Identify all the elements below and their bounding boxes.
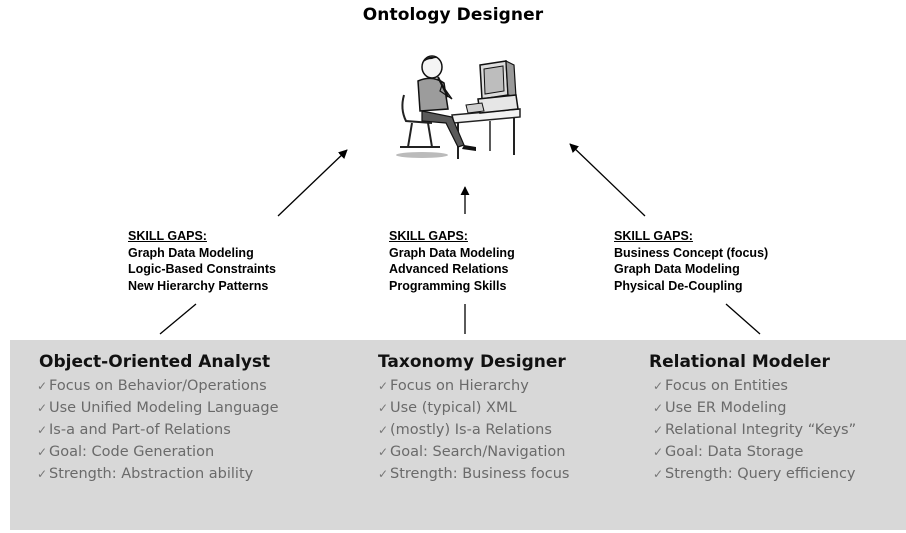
check-icon: ✓ [37,379,48,393]
trait-item: ✓Focus on Behavior/Operations [37,375,279,397]
skill-gaps-relational: SKILL GAPS: Business Concept (focus) Gra… [614,228,768,294]
trait-item: ✓Strength: Query efficiency [653,463,856,485]
check-icon: ✓ [653,401,664,415]
check-icon: ✓ [653,445,664,459]
skill-gaps-object-oriented: SKILL GAPS: Graph Data Modeling Logic-Ba… [128,228,276,294]
trait-item: ✓Goal: Search/Navigation [378,441,569,463]
trait-label: Focus on Hierarchy [390,378,529,394]
check-icon: ✓ [653,423,664,437]
skill-gap-item: Graph Data Modeling [389,245,515,260]
trait-list: ✓Focus on Entities ✓Use ER Modeling ✓Rel… [653,375,856,485]
role-relational-modeler: Relational Modeler ✓Focus on Entities ✓U… [649,352,856,485]
role-title: Relational Modeler [649,352,830,372]
skill-gap-item: New Hierarchy Patterns [128,278,269,293]
trait-item: ✓Is-a and Part-of Relations [37,419,279,441]
skill-gap-item: Advanced Relations [389,262,509,276]
trait-item: ✓Goal: Data Storage [653,441,856,463]
skill-gaps-title: SKILL GAPS: [128,229,207,243]
skill-gaps-taxonomy: SKILL GAPS: Graph Data Modeling Advanced… [389,228,515,294]
check-icon: ✓ [653,467,664,481]
skill-gap-item: Logic-Based Constraints [128,262,276,276]
check-icon: ✓ [37,467,48,481]
role-taxonomy-designer: Taxonomy Designer ✓Focus on Hierarchy ✓U… [378,352,569,485]
check-icon: ✓ [653,379,664,393]
trait-label: Goal: Data Storage [665,444,804,460]
trait-label: Use (typical) XML [390,400,517,416]
trait-label: Use Unified Modeling Language [49,400,279,416]
roles-panel [10,340,906,530]
check-icon: ✓ [378,445,389,459]
check-icon: ✓ [37,401,48,415]
role-object-oriented-analyst: Object-Oriented Analyst ✓Focus on Behavi… [37,352,279,485]
trait-item: ✓Use ER Modeling [653,397,856,419]
skill-gaps-title: SKILL GAPS: [389,229,468,243]
person-at-computer-icon [396,55,521,159]
trait-label: Goal: Code Generation [49,444,215,460]
trait-item: ✓Use (typical) XML [378,397,569,419]
trait-item: ✓(mostly) Is-a Relations [378,419,569,441]
trait-item: ✓Focus on Hierarchy [378,375,569,397]
trait-label: Goal: Search/Navigation [390,444,566,460]
check-icon: ✓ [37,423,48,437]
trait-label: (mostly) Is-a Relations [390,422,552,438]
trait-item: ✓Relational Integrity “Keys” [653,419,856,441]
check-icon: ✓ [37,445,48,459]
trait-item: ✓Strength: Business focus [378,463,569,485]
trait-label: Use ER Modeling [665,400,787,416]
skill-gap-item: Graph Data Modeling [128,245,254,260]
skill-gap-item: Graph Data Modeling [614,262,740,276]
trait-label: Strength: Abstraction ability [49,466,254,482]
skill-gap-item: Business Concept (focus) [614,245,769,260]
trait-item: ✓Strength: Abstraction ability [37,463,279,485]
trait-label: Focus on Behavior/Operations [49,378,267,394]
check-icon: ✓ [378,379,389,393]
trait-label: Strength: Business focus [390,466,570,482]
trait-label: Strength: Query efficiency [665,466,856,482]
trait-item: ✓Goal: Code Generation [37,441,279,463]
role-title: Object-Oriented Analyst [39,352,271,372]
trait-label: Focus on Entities [665,378,788,394]
trait-list: ✓Focus on Hierarchy ✓Use (typical) XML ✓… [378,375,569,485]
left-connector [159,303,197,335]
trait-list: ✓Focus on Behavior/Operations ✓Use Unifi… [37,375,279,485]
diagram-title: Ontology Designer [362,5,544,25]
check-icon: ✓ [378,467,389,481]
trait-item: ✓Use Unified Modeling Language [37,397,279,419]
left-arrow [277,149,348,217]
skill-gap-item: Programming Skills [389,278,507,293]
check-icon: ✓ [378,401,389,415]
trait-label: Is-a and Part-of Relations [49,422,231,438]
right-connector [725,303,761,335]
role-title: Taxonomy Designer [378,352,566,372]
trait-item: ✓Focus on Entities [653,375,856,397]
check-icon: ✓ [378,423,389,437]
trait-label: Relational Integrity “Keys” [665,422,857,438]
skill-gaps-title: SKILL GAPS: [614,229,693,243]
skill-gap-item: Physical De-Coupling [614,278,743,293]
right-arrow [569,143,646,217]
